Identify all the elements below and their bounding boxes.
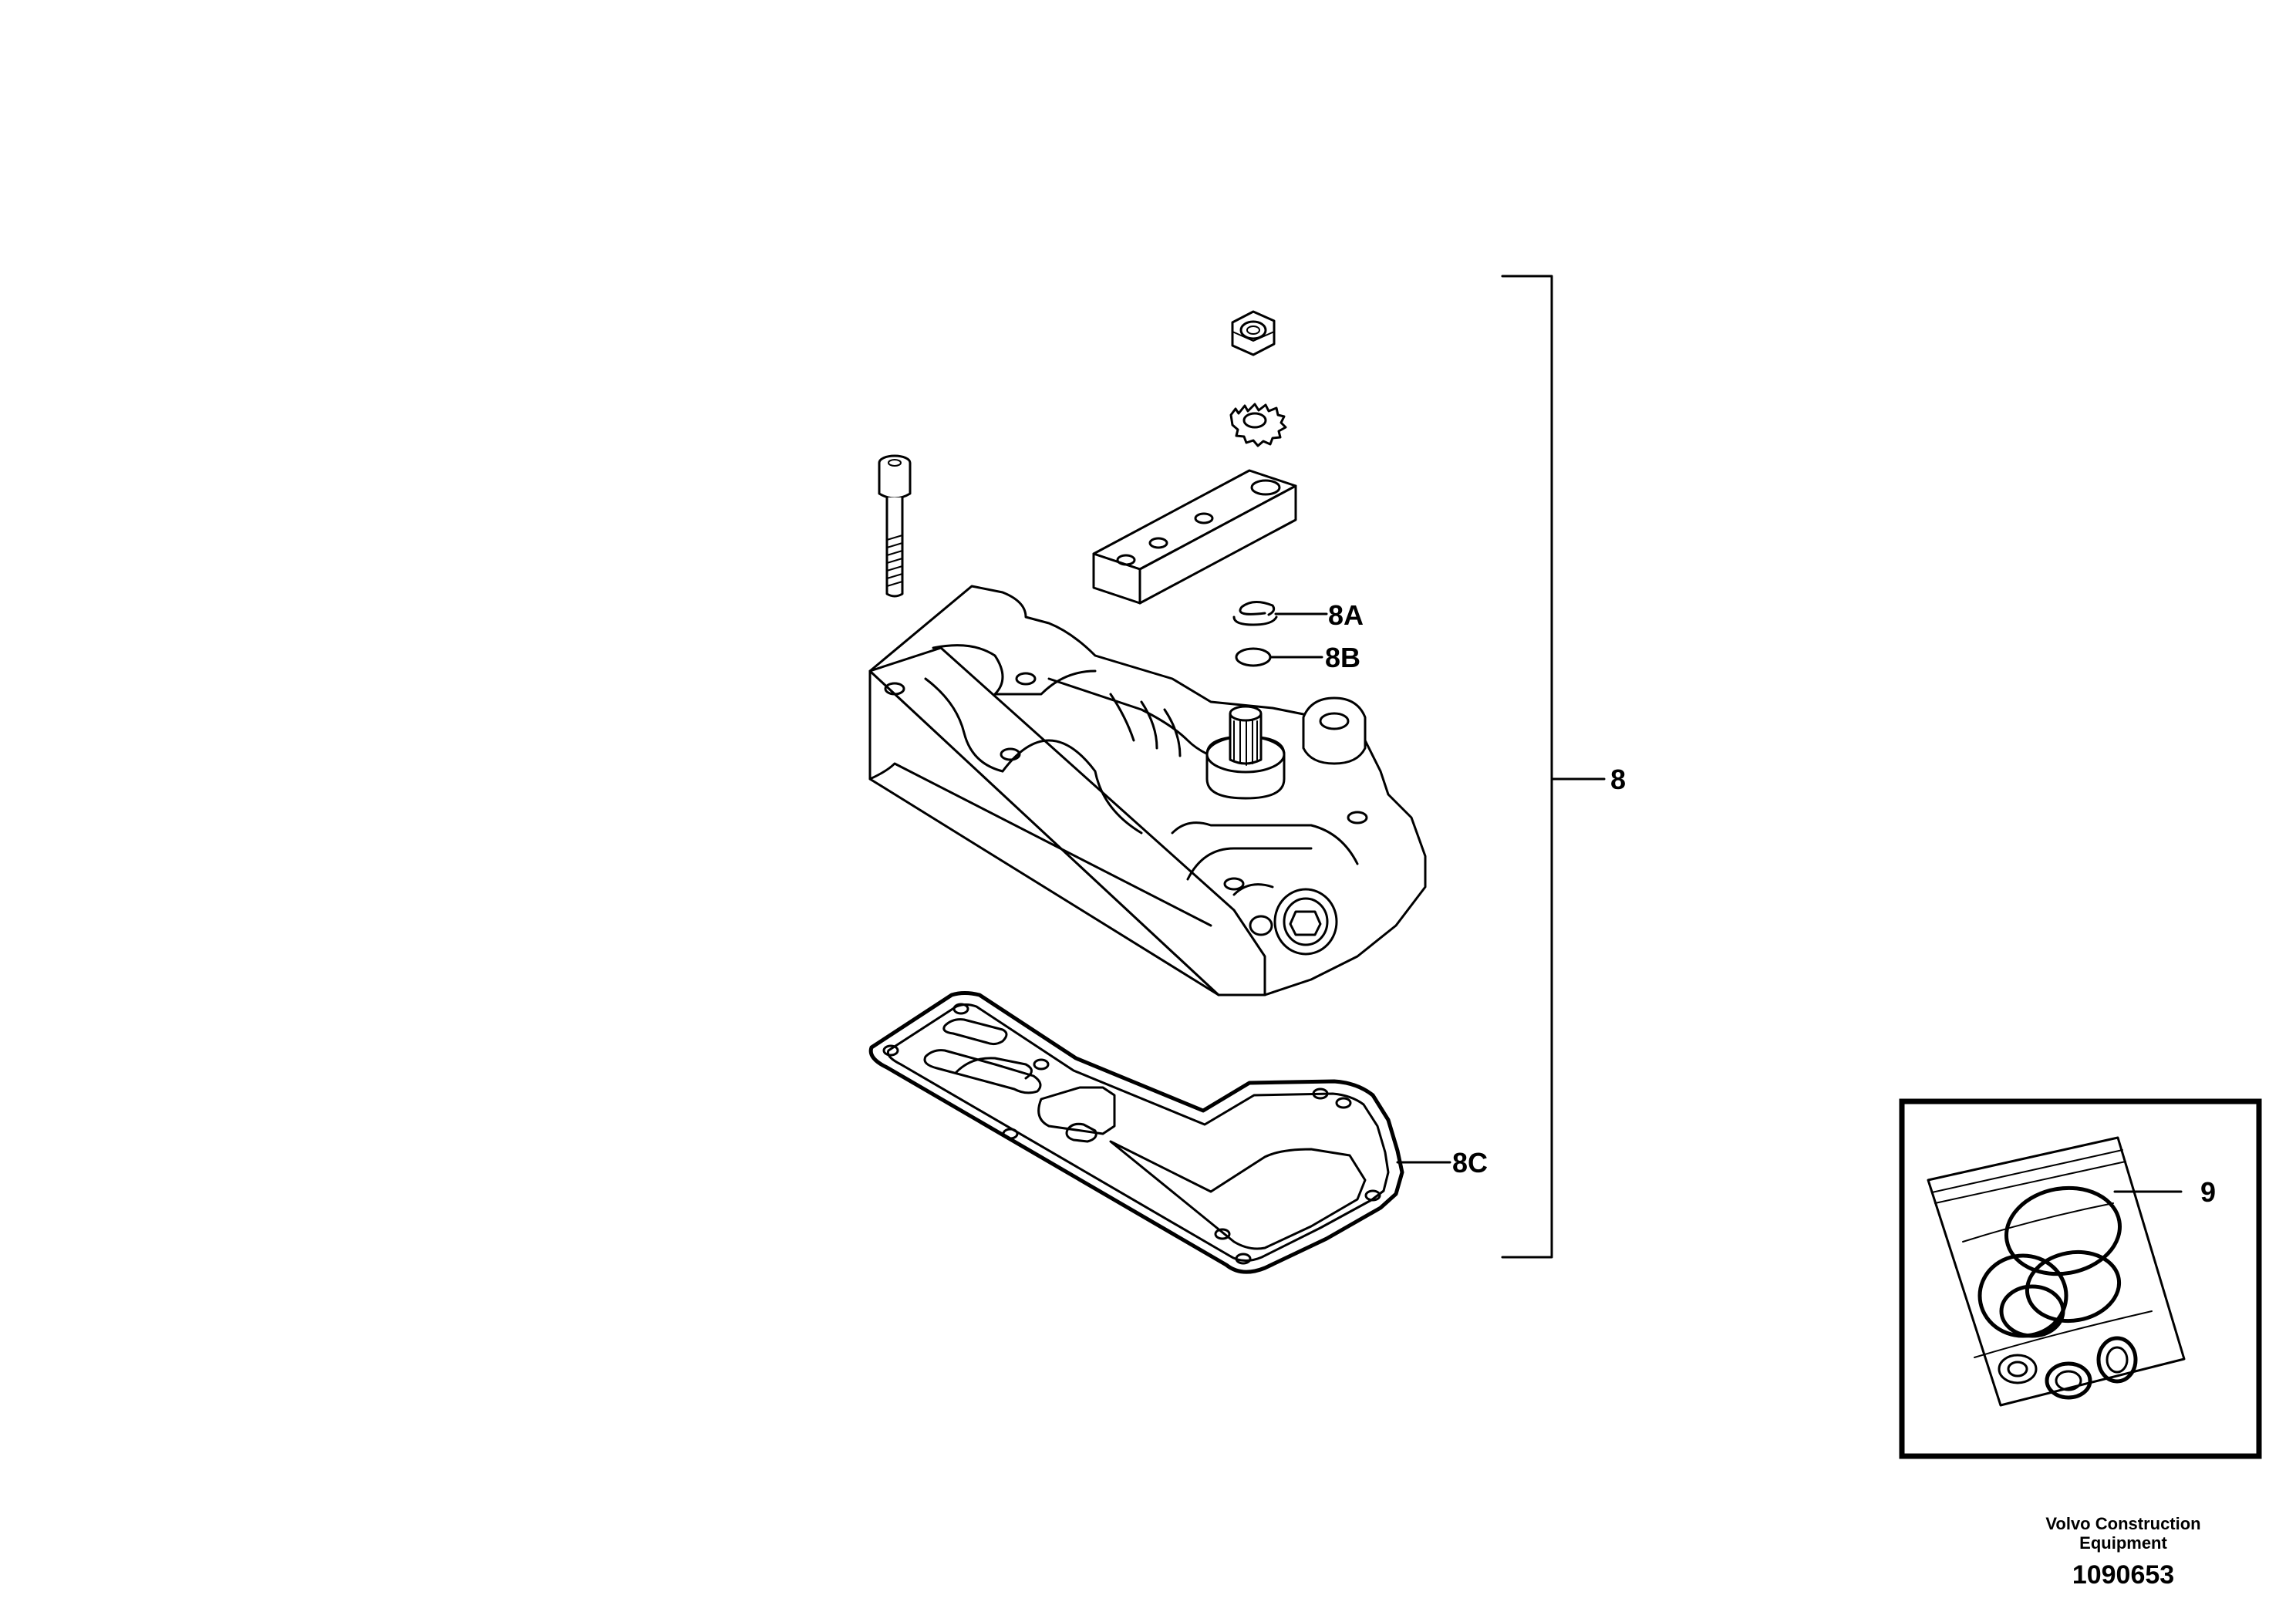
callout-8: 8 <box>1610 764 1626 795</box>
lock-washer-icon <box>1229 403 1287 447</box>
assembly-bracket <box>1501 275 1553 1259</box>
o-ring-icon <box>1235 647 1272 667</box>
valve-housing-icon <box>868 585 1427 996</box>
lever-plate-icon <box>1092 469 1297 605</box>
callout-9: 9 <box>2200 1176 2216 1208</box>
brand-line-2: Equipment <box>2079 1533 2167 1553</box>
brand-line-1: Volvo Construction <box>2045 1514 2200 1533</box>
callout-8b: 8B <box>1325 642 1360 673</box>
drawing-number: 1090653 <box>2072 1560 2174 1590</box>
circlip-icon <box>1232 601 1278 626</box>
seal-kit-inset-frame <box>1899 1098 2262 1459</box>
gasket-icon <box>868 991 1404 1274</box>
callout-8c: 8C <box>1452 1147 1488 1179</box>
socket-head-bolt-icon <box>878 454 912 598</box>
lock-nut-icon <box>1231 310 1276 356</box>
seal-kit-bag-icon <box>1927 1136 2186 1407</box>
callout-8a: 8A <box>1328 599 1364 631</box>
